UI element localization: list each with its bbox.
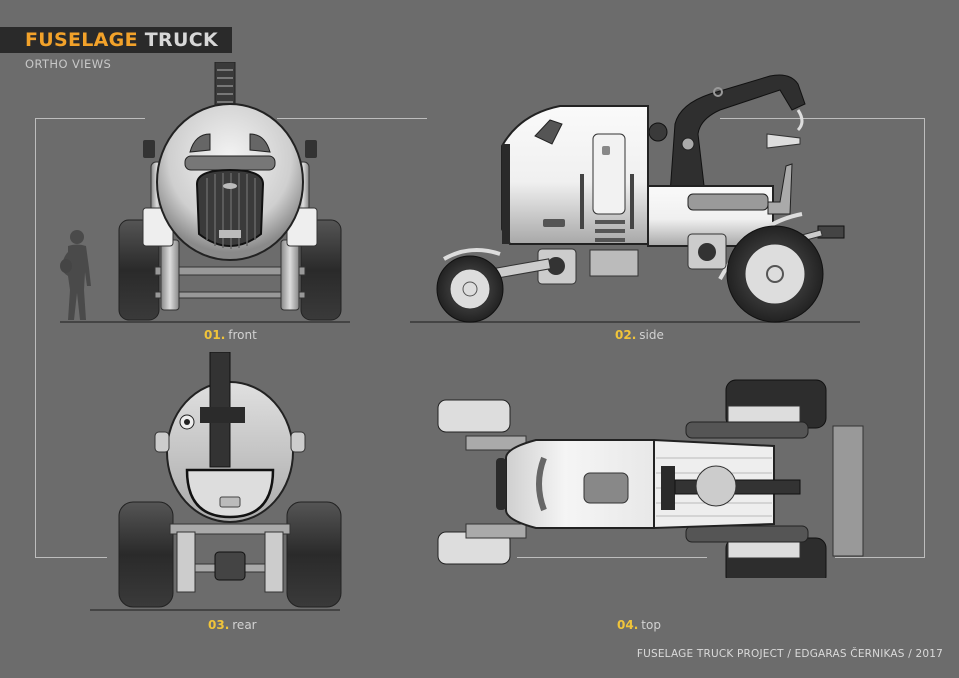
ground-line-rear [90,609,340,611]
side-view-drawing [430,64,860,324]
title-bar [0,27,232,53]
view-label-rear: 03.rear [208,618,257,632]
page-subtitle: ORTHO VIEWS [25,57,112,71]
view-number: 02. [615,328,637,342]
page-title: FUSELAGE TRUCK [25,27,218,53]
frame-bottom-right [835,557,925,558]
frame-bottom-left [35,557,107,558]
frame-top-left [35,118,145,119]
frame-top-mid [277,118,427,119]
human-scale-silhouette [56,228,96,322]
frame-left [35,118,36,558]
view-number: 01. [204,328,226,342]
view-label-top: 04.top [617,618,661,632]
rear-view-drawing [115,352,345,612]
frame-right [924,118,925,558]
title-main: TRUCK [144,29,218,51]
footer-credit: FUSELAGE TRUCK PROJECT / EDGARAS ČERNIKA… [636,648,943,660]
ground-line-side [410,321,860,323]
frame-bottom-mid [517,557,707,558]
view-name: rear [232,618,257,632]
view-number: 03. [208,618,230,632]
front-view-drawing [115,62,345,324]
title-accent: FUSELAGE [25,29,138,51]
view-name: front [228,328,257,342]
view-number: 04. [617,618,639,632]
view-name: top [641,618,661,632]
view-label-front: 01.front [204,328,257,342]
frame-top-right [720,118,925,119]
top-view-drawing [436,378,866,578]
view-name: side [639,328,664,342]
ground-line-front [60,321,350,323]
view-label-side: 02.side [615,328,664,342]
